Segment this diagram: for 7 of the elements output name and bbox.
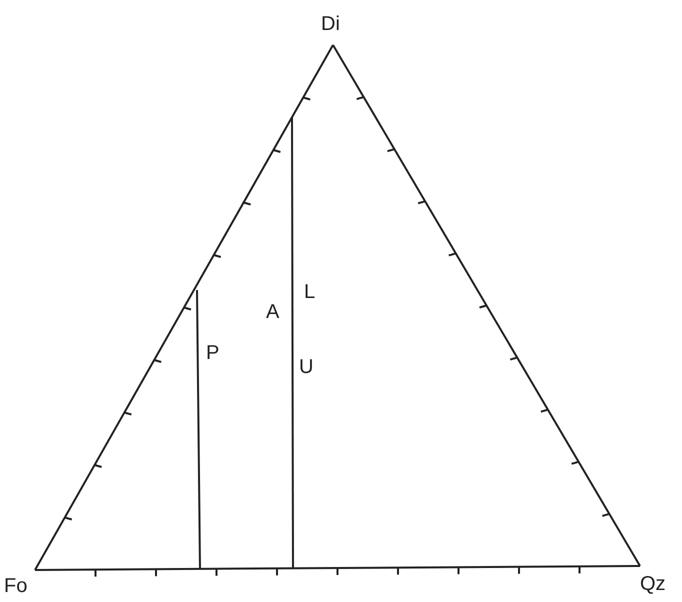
vertex-label: Di <box>321 14 340 34</box>
field-label: L <box>304 282 316 302</box>
field-label: A <box>266 302 280 322</box>
field-label: P <box>206 343 220 363</box>
vertex-label: Fo <box>4 576 28 596</box>
vertex-label: Qz <box>640 574 666 594</box>
field-label: U <box>299 357 314 377</box>
